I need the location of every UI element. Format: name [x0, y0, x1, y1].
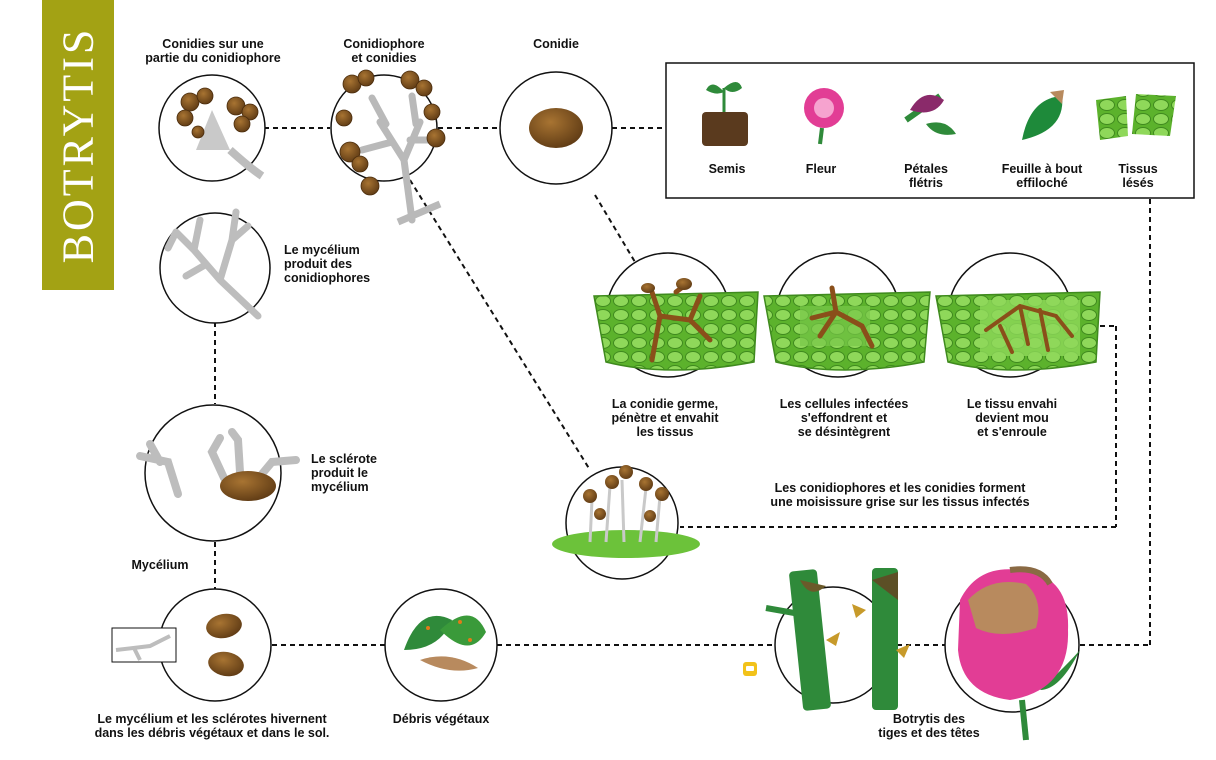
wilted-petals-icon [904, 93, 956, 135]
entry-label-tissus: Tissus lésés [1118, 162, 1158, 190]
label-sclerote-produit: Le sclérote produit le mycélium [311, 452, 378, 494]
flower-icon [804, 88, 844, 145]
entry-label-semis: Semis [708, 162, 746, 176]
entry-label-petales: Pétales flétris [904, 162, 948, 190]
label-hivernent: Le mycélium et les sclérotes hivernent d… [94, 712, 330, 740]
label-envahi: Le tissu envahi devient mou et s'enroule [966, 397, 1058, 439]
leaf-tip-icon [1022, 90, 1064, 140]
tissue-soft-circle [935, 252, 1101, 378]
label-germe: La conidie germe, pénètre et envahit les… [611, 397, 719, 439]
label-conidies-partie: Conidies sur une partie du conidiophore [145, 37, 281, 65]
seedling-icon [702, 82, 748, 146]
comment-icon[interactable] [743, 662, 757, 676]
conidium-circle [499, 71, 613, 185]
label-debris: Débris végétaux [392, 712, 490, 726]
label-botrytis-tiges: Botrytis des tiges et des têtes [878, 712, 980, 740]
label-moisissure: Les conidiophores et les conidies formen… [770, 481, 1030, 509]
title-banner: BOTRYTIS [42, 0, 114, 290]
label-conidiophore-conidies: Conidiophore et conidies [343, 37, 425, 65]
entry-label-fleur: Fleur [805, 162, 837, 176]
label-mycelium: Mycélium [131, 558, 189, 572]
rose-head-circle [944, 566, 1080, 741]
tissue-germination-circle [593, 252, 759, 378]
injured-tissue-icon [1096, 94, 1176, 140]
plant-debris-circle [384, 588, 498, 702]
label-effondrent: Les cellules infectées s'effondrent et s… [779, 397, 909, 439]
tissue-collapse-circle [763, 252, 931, 378]
sclerotium-circle [136, 404, 300, 542]
overwintering-circle [111, 588, 272, 702]
label-mycelium-produit: Le mycélium produit des conidiophores [284, 243, 371, 285]
gray-mold-circle [552, 465, 700, 580]
conidiophore-circle [330, 69, 446, 226]
mycelium-conidiophores-circle [159, 208, 271, 324]
entry-label-feuille: Feuille à bout effiloché [1001, 162, 1083, 190]
label-conidie: Conidie [533, 37, 579, 51]
connector-lines [214, 127, 1151, 646]
stems-circle [765, 568, 910, 711]
conidia-on-conidiophore-circle [158, 74, 266, 182]
